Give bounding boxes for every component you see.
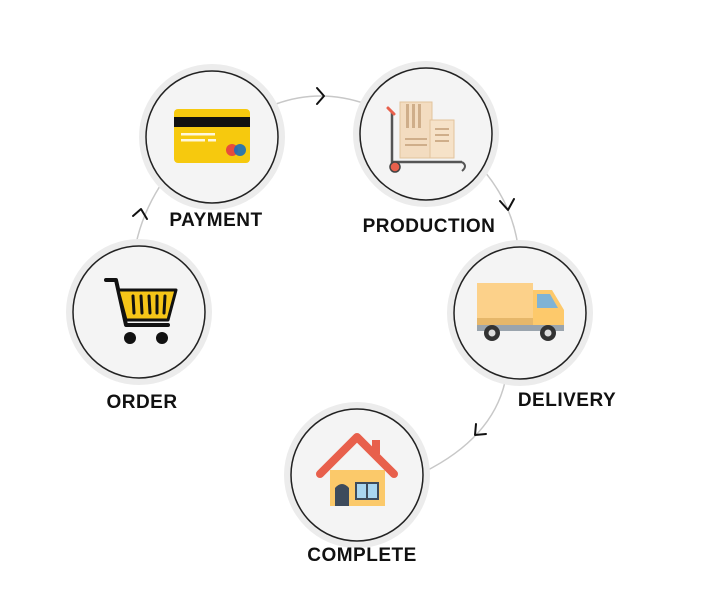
step-label-payment: PAYMENT (169, 210, 263, 231)
step-node-production (353, 61, 499, 207)
arrow-delivery-complete (474, 423, 487, 436)
step-label-complete: COMPLETE (307, 545, 417, 566)
arrow-production-delivery (499, 198, 515, 211)
shopping-cart-icon (104, 278, 178, 344)
step-label-delivery: DELIVERY (517, 390, 617, 411)
boxes-hand-truck-icon (386, 101, 466, 173)
delivery-truck-icon (477, 283, 564, 341)
connector-delivery-complete (423, 381, 506, 473)
connector-payment-production (275, 95, 367, 105)
step-node-delivery (447, 240, 593, 386)
step-node-payment (139, 64, 285, 210)
step-node-order (66, 239, 212, 385)
credit-card-icon (174, 109, 250, 163)
connector-order-payment (135, 185, 161, 245)
step-node-complete (284, 402, 430, 548)
arrow-payment-production (316, 87, 325, 105)
connector-production-delivery (484, 171, 519, 247)
house-icon (316, 433, 398, 506)
step-label-production: PRODUCTION (362, 216, 496, 237)
arrow-order-payment (132, 208, 148, 220)
step-label-order: ORDER (106, 392, 178, 413)
